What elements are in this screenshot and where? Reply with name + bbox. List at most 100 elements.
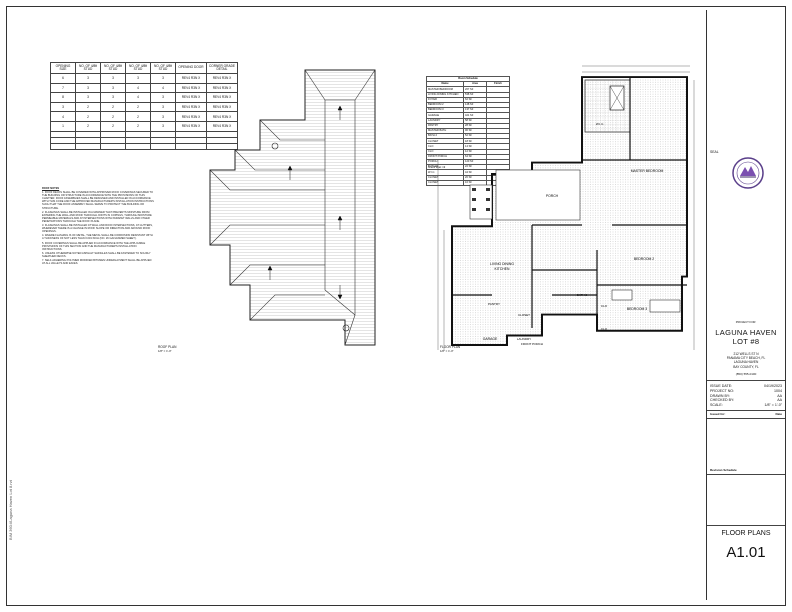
room-label-porch: PORCH [546,194,559,198]
project-name: LAGUNA HAVEN [715,328,777,337]
room-label-clo-2: CLO [601,327,608,331]
notes-title: ROOF NOTES [42,187,60,190]
vent-table-cell: 2 [125,111,151,122]
vent-table-cell: 1 [50,120,76,132]
project-no-label: PROJECT NO: [710,388,735,393]
vent-table-cell: 3 [75,73,101,84]
vent-table-cell: 3 [100,73,126,84]
vent-table-header: NO. OF 4/8ft STUD [125,62,151,74]
address-line: 212 WELLS ST N [733,352,759,356]
vent-table-cell: 6 [50,73,76,84]
room-label-front-porch: FRONT PORCH [521,342,543,346]
vent-table-cell: 3 [75,82,101,94]
vent-table-cell: 2 [100,111,126,122]
issue-date-label: ISSUE DATE: [710,384,733,388]
sheet-title: FLOOR PLANS [721,530,771,537]
vent-table-cell: 4 [125,92,151,103]
vent-table-cell: 4 [50,111,76,122]
room-grand-total: Grand total: 19 [428,166,446,169]
roof-note: 6. UNLESS OTHERWISE NOTED ASPHALT SHINGL… [42,251,151,258]
vent-table-header: NO. OF 4/8ft STUD [75,62,101,74]
vent-table-cell: 3 [125,73,151,84]
checked-by: AA [777,398,782,403]
roof-note: 5. ROOF COVERINGS SHALL BE APPLIED IN AC… [42,241,146,251]
room-label-wic: W.I.C. [596,122,604,126]
roof-note: 1. ROOF DECKS SHALL BE COVERED WITH APPR… [42,191,154,210]
scale-label: SCALE: [710,403,723,408]
vent-table-cell: 2 [75,120,101,132]
address-line: LAGUNA HAVEN [733,360,759,365]
address-line: PANAMA CITY BEACH, FL [726,356,766,361]
issued-for-label: Issued for: [710,412,726,416]
issue-info: ISSUE DATE: 04/19/2023 PROJECT NO: 1004 DR… [710,384,782,408]
seal-label: SEAL [710,150,719,154]
room-label-clo-1: CLO [601,304,608,308]
vent-table-header: OPENING SIZE [50,62,76,74]
roof-note-text: UNLESS OTHERWISE NOTED ASPHALT SHINGLES … [42,251,151,258]
vent-table-cell: 7 [50,82,76,94]
date-column-label: Date [775,412,782,416]
room-label-bedroom-2: BEDROOM 2 [634,257,654,261]
room-label-living: LIVING DINING [490,262,514,266]
vent-table-cell: 4 [125,82,151,94]
roof-note-text: FLASHINGS SHALL BE INSTALLED AT WALL AND… [42,224,153,234]
vent-table-header: NO. OF 4/8ft STUD [100,62,126,74]
address-line: BAY COUNTY, FL [733,364,759,369]
checked-by-label: CHECKED BY: [710,398,735,403]
roof-note-text: FLASHINGS SHALL BE INSTALLED IN A MANNER… [42,210,152,223]
roof-note-text: ROOF DECKS SHALL BE COVERED WITH APPROVE… [42,191,154,210]
vent-table-cell: 3 [100,92,126,103]
floor-plan-caption: FLOOR PLAN 1/8" = 1'-0" [440,345,460,353]
title-block: SEAL PROJECT FOR: LAGUNA HAVEN LOT #8 21… [706,10,785,600]
room-label-laundry: LAUNDRY [517,337,531,341]
scale-value: 1/8" = 1'-0" [764,403,782,408]
project-phone: (850) 555-0100 [735,372,757,376]
sheet-number: A1.01 [726,544,766,561]
vent-table-blank-row [50,142,238,150]
roof-plan-scale: 1/8" = 1'-0" [158,349,172,353]
vent-table-cell: 2 [75,101,101,113]
room-label-bedroom-3: BEDROOM 3 [627,307,647,311]
company-seal-logo [732,157,764,189]
vent-table-cell: 2 [125,120,151,132]
room-label-closet: CLOSET [518,313,530,317]
roof-note: 3. FLASHINGS SHALL BE INSTALLED AT WALL … [42,224,153,234]
room-label-bath-2: BATH 2 [577,293,588,297]
roof-note-text: ROOF COVERINGS SHALL BE APPLIED IN ACCOR… [42,241,146,251]
floor-plan-title: FLOOR PLAN [440,345,461,349]
issued-for-row: Issued for: Date [710,412,782,416]
room-label-master-bedroom: MASTER BEDROOM [631,169,664,173]
vent-table-cell: 3 [75,92,101,103]
roof-notes: ROOF NOTES 1. ROOF DECKS SHALL BE COVERE… [42,187,154,266]
vent-table-cell: 8 [50,92,76,103]
roof-plan [209,69,376,346]
room-label-pantry: PANTRY [488,302,500,306]
roof-note: 4. WHERE FLASHING IS OF METAL, THE METAL… [42,234,153,241]
vent-table-cell: 3 [50,101,76,113]
roof-note: 7. SELF-ADHERING POLYMER MODIFIED BITUME… [42,258,152,266]
drawing-sheet [6,6,786,606]
floor-plan-scale: 1/8" = 1'-0" [440,349,454,353]
vent-table-header: CORNER GRADE DETAIL [206,62,238,74]
roof-note-text: WHERE FLASHING IS OF METAL, THE METAL SH… [42,234,153,241]
file-path-label: BIM 360://Laguna Haven Lot 8.rvt [8,480,13,540]
vent-table-cell: 2 [125,101,151,113]
drawn-by-label: DRAWN BY: [710,393,731,398]
project-no: 1004 [774,388,782,393]
room-label-garage: GARAGE [483,337,498,341]
floor-plan: MASTER BEDROOM PORCH LIVING DINING KITCH… [437,65,695,350]
roof-note-text: SELF-ADHERING POLYMER MODIFIED BITUMEN U… [42,258,152,266]
issue-date: 04/19/2023 [764,384,782,388]
revision-schedule-label: Revision Schedule [710,468,737,472]
roof-plan-title: ROOF PLAN [158,345,177,349]
vent-table-cell: 2 [100,120,126,132]
project-for-label: PROJECT FOR: [735,320,757,324]
project-lot: LOT #8 [732,337,760,346]
vent-table-cell: 2 [100,101,126,113]
